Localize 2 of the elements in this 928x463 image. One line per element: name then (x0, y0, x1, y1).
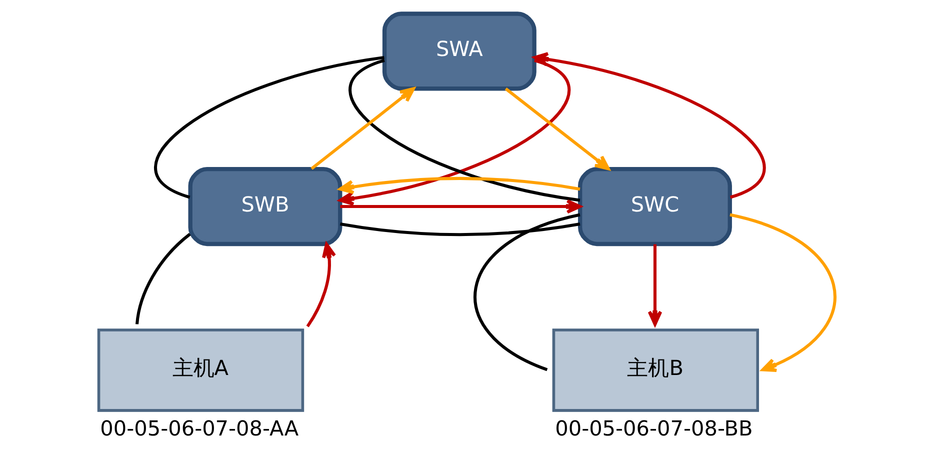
node-label: 00-05-06-07-08-BB (555, 416, 753, 440)
node-label: 00-05-06-07-08-AA (100, 416, 299, 440)
